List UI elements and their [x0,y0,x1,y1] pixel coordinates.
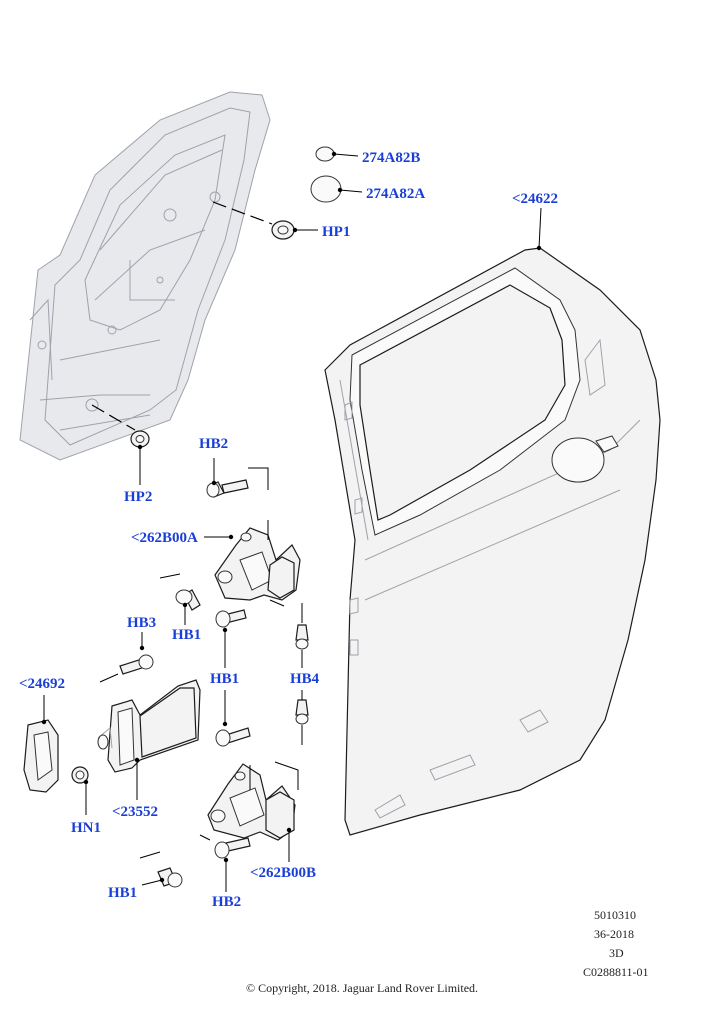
label-HB4: HB4 [290,671,320,687]
door-check-23552 [97,679,201,800]
label-262B00B: <262B00B [250,865,316,881]
plug-HP2 [91,404,150,485]
label-HB3: HB3 [127,615,156,631]
bolt-HB1-mid [175,589,201,625]
bolt-HB2-top [206,458,249,498]
door-shell-24622 [324,207,661,836]
label-HN1: HN1 [71,820,101,836]
bolt-HB3 [99,632,154,683]
label-HB2-top: HB2 [199,436,228,452]
label-274A82B: 274A82B [362,150,420,166]
seal-274A82B [315,146,359,162]
label-24692: <24692 [19,676,65,692]
drawing-number: 5010310 [594,908,636,922]
inner-door-frame [19,91,271,461]
pad-24692 [23,695,59,793]
label-HB1-mid: HB1 [172,627,201,643]
bolt-HB1-bottom [141,867,183,888]
plug-HP1 [212,201,318,240]
label-HP2: HP2 [124,489,152,505]
drawing-date: 36-2018 [594,927,634,941]
bolt-HB1-strap [215,690,251,747]
copyright-notice: © Copyright, 2018. Jaguar Land Rover Lim… [245,981,479,995]
label-274A82A: 274A82A [366,186,425,202]
bolt-HB2-bottom [214,837,251,892]
label-HP1: HP1 [322,224,350,240]
label-262B00A: <262B00A [131,530,198,546]
label-HB1-low: HB1 [210,671,239,687]
drawing-view: 3D [609,946,624,960]
label-24622: <24622 [512,191,558,207]
nut-HN1 [71,766,89,815]
label-HB1-bottom: HB1 [108,885,137,901]
hinge-upper-262B00A [159,467,301,607]
bolt-HB1-low [215,609,247,668]
callout-labels: 274A82B 274A82A HP1 <24622 HP2 HB2 <262B… [19,150,558,910]
label-HB2-bottom: HB2 [212,894,241,910]
seal-274A82A [310,175,363,203]
hinge-lower-262B00B [139,761,299,862]
label-23552: <23552 [112,804,158,820]
bolt-HB4 [295,603,309,745]
drawing-reference: C0288811-01 [583,965,649,979]
